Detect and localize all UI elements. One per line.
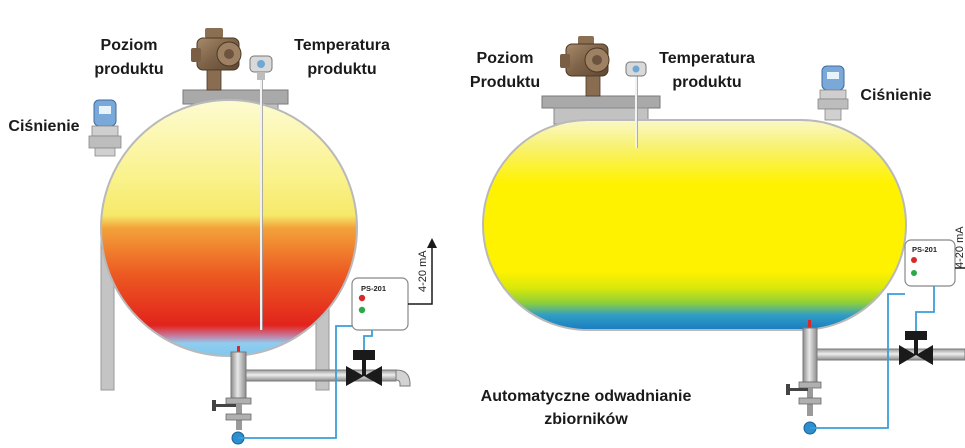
right-temperature-transmitter-icon [625, 61, 647, 77]
left-level-label: Poziom [101, 37, 158, 54]
right-signal-cable [810, 293, 905, 429]
caption-line-1: Automatyczne odwadnianie [481, 388, 692, 405]
right-temperature-label: Temperatura [659, 50, 755, 67]
left-level-label: produktu [94, 61, 163, 78]
right-drain-red-tick [808, 320, 811, 328]
left-signal-cable [238, 325, 352, 439]
left-pressure-label: Ciśnienie [8, 118, 79, 135]
right-ps201-controller: PS-201 [904, 239, 956, 287]
left-output-signal-line [408, 246, 433, 305]
right-drain-pipe [802, 327, 818, 383]
right-ps201-label: PS-201 [912, 245, 937, 254]
left-drain-red-tick [237, 346, 240, 352]
left-temperature-transmitter-icon [249, 55, 273, 80]
left-ps201-controller: PS-201 [351, 277, 409, 331]
right-ps201-red-led-icon [911, 257, 917, 263]
left-ps201-green-led-icon [358, 306, 366, 314]
left-pressure-transmitter-icon [88, 99, 122, 157]
left-temperature-label: produktu [307, 61, 376, 78]
left-ps201-red-led-icon [358, 294, 366, 302]
right-tank-vessel [482, 119, 907, 331]
right-tank-top-flange [541, 95, 661, 109]
left-output-arrow-icon [427, 238, 437, 248]
right-ps201-green-led-icon [911, 270, 917, 276]
right-pressure-transmitter-icon [817, 65, 849, 121]
left-tank-group: Poziom produktu Temperatura produktu Ciś… [8, 28, 437, 445]
right-signal-label: 4-20 mA [954, 226, 965, 268]
left-level-gauge-icon [191, 28, 242, 91]
left-drain-valve-icon [346, 350, 382, 386]
right-drain-valve-icon [899, 331, 933, 365]
right-outlet-pipe [816, 348, 965, 361]
left-tank-vessel [100, 99, 358, 357]
left-temperature-label: Temperatura [294, 37, 390, 54]
right-tank-group: Poziom Produktu Temperatura produktu Ciś… [470, 36, 965, 435]
right-pressure-label: Ciśnienie [860, 87, 931, 104]
right-level-gauge-icon [560, 36, 610, 97]
right-valve-cable [915, 286, 935, 331]
left-valve-cable [363, 330, 373, 350]
right-level-label: Produktu [470, 74, 540, 91]
right-level-label: Poziom [477, 50, 534, 67]
left-ps201-label: PS-201 [361, 284, 386, 293]
left-drain-pipe [230, 351, 247, 399]
left-signal-label: 4-20 mA [417, 250, 429, 292]
right-temperature-label: produktu [672, 74, 741, 91]
caption-line-2: zbiorników [544, 411, 628, 428]
